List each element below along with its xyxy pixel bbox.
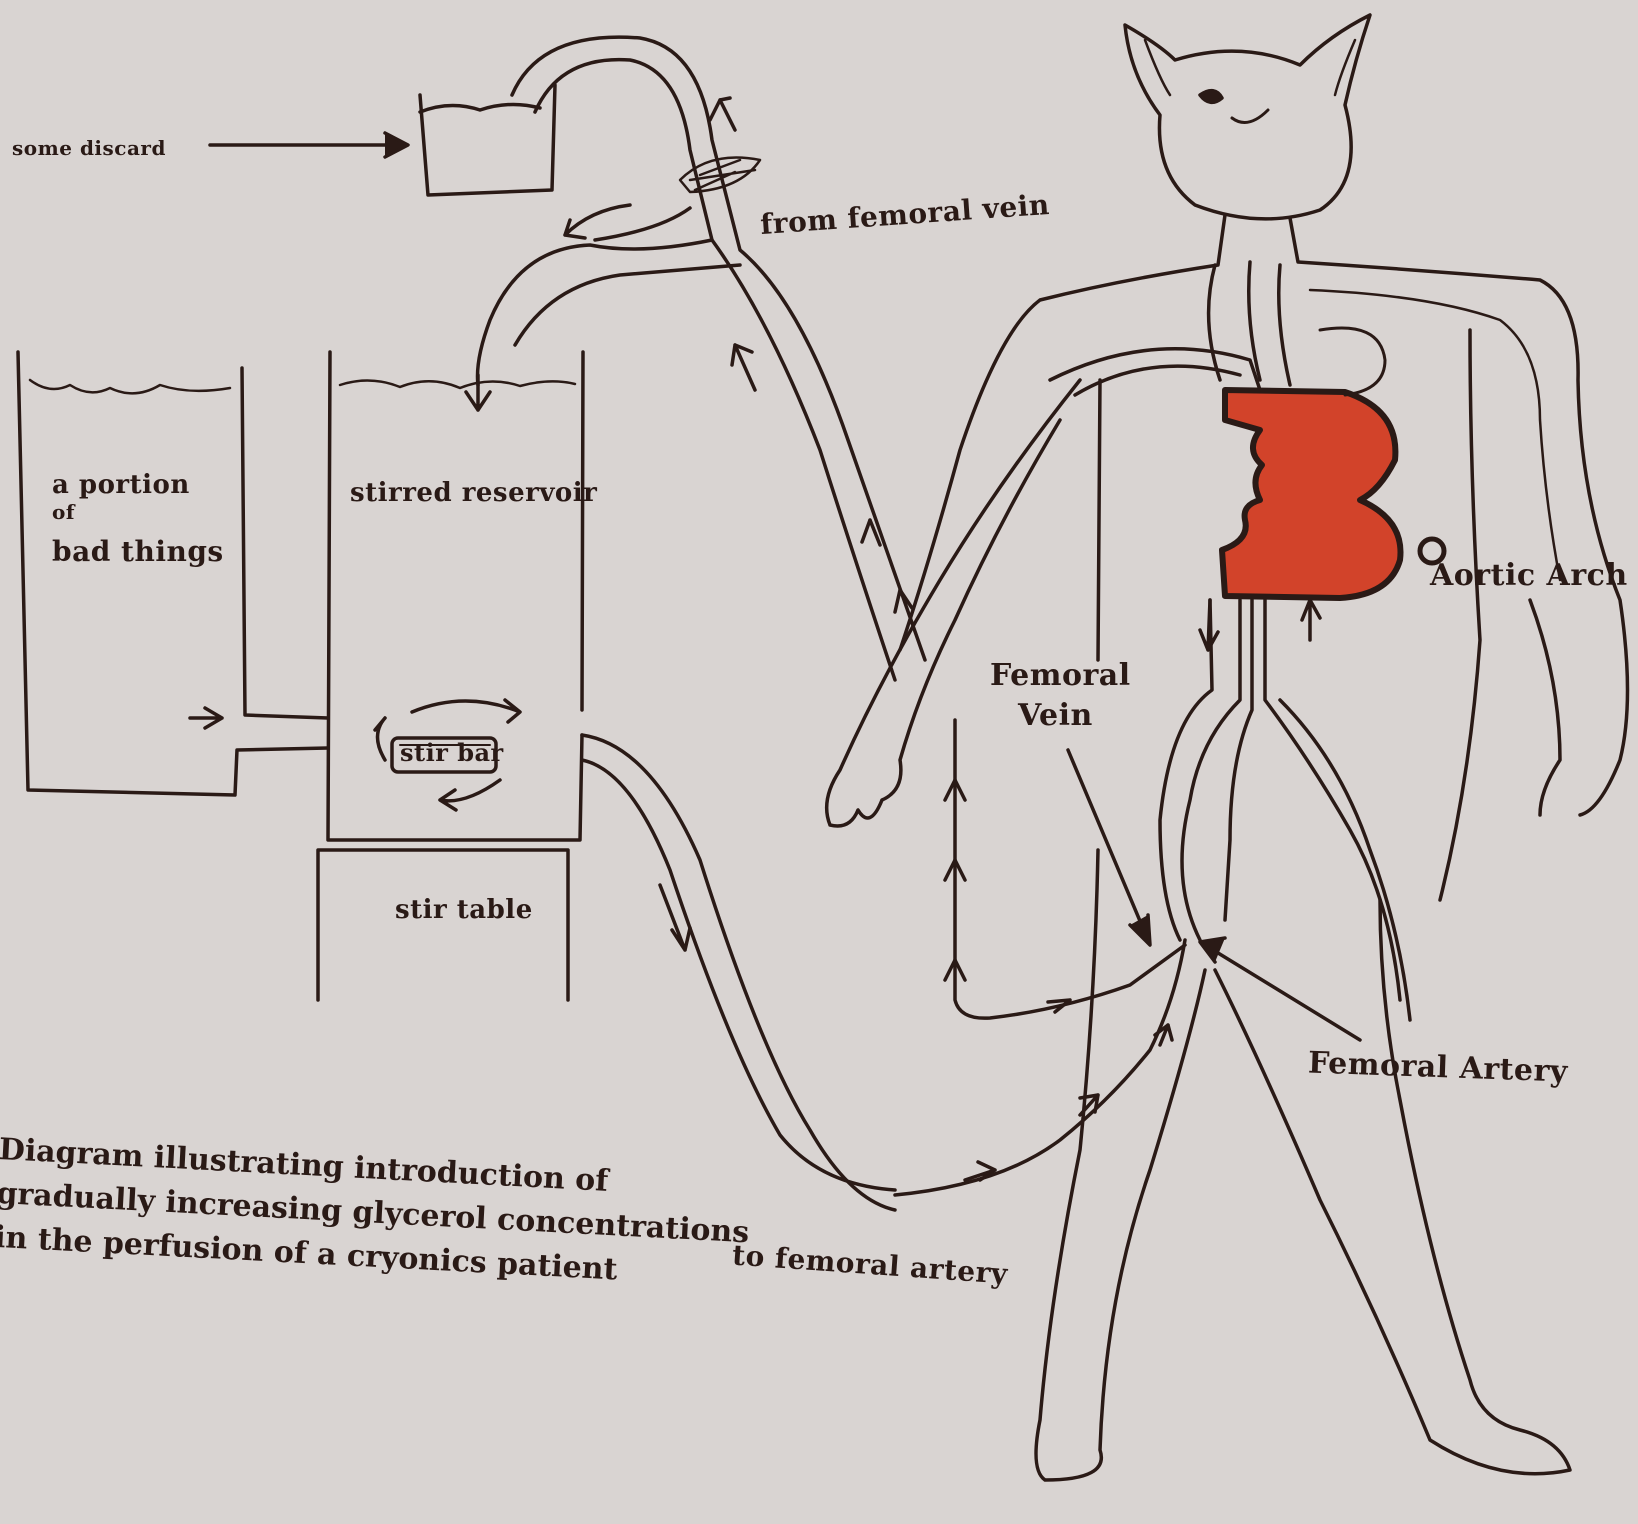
discard-arrow — [210, 133, 408, 157]
femoral-vein-label-line1: Femoral — [990, 658, 1131, 693]
stir-table — [318, 850, 568, 1000]
aortic-arch-label: Aortic Arch — [1430, 558, 1628, 593]
stirred-reservoir-label: stirred reservoir — [350, 478, 597, 508]
split-branch-tube — [478, 208, 741, 385]
vein-return-line — [862, 520, 1185, 1018]
femoral-vein-label-line2: Vein — [1018, 698, 1093, 733]
some-discard-label: some discard — [12, 136, 166, 160]
stir-table-label: stir table — [395, 895, 533, 925]
vein-return-tube — [512, 37, 925, 680]
portion-label-line1: a portion — [52, 470, 190, 500]
left-reservoir — [18, 352, 328, 795]
stir-bar-label: stir bar — [400, 738, 504, 767]
portion-label-line3: bad things — [52, 535, 224, 568]
femoral-vein-pointer — [1068, 750, 1150, 945]
portion-label-line2: of — [52, 500, 75, 524]
discard-container — [420, 85, 555, 195]
